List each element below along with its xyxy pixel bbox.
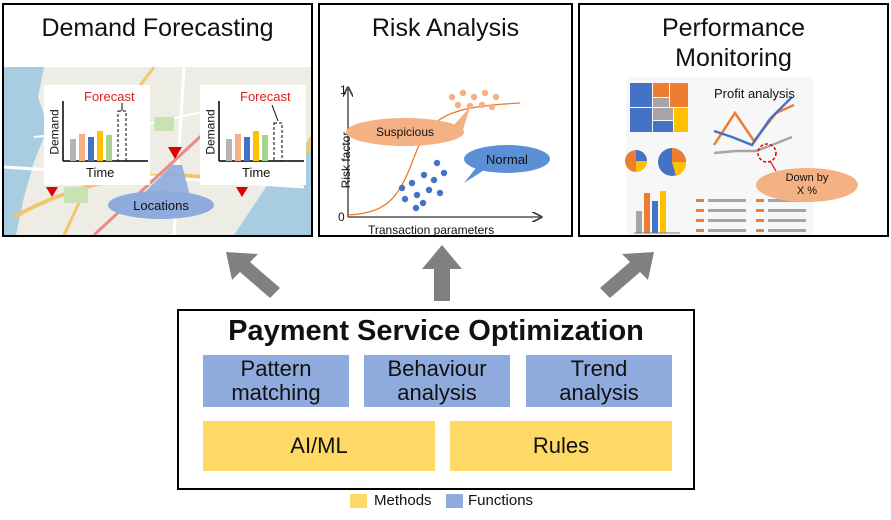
time-axis-label: Time bbox=[86, 165, 115, 180]
risk-y-top-tick: 1 bbox=[340, 83, 347, 97]
suspicious-bubble: Suspicious bbox=[346, 118, 464, 146]
arrow-to-risk-analysis bbox=[422, 245, 462, 301]
function-behaviour-analysis: Behaviour analysis bbox=[364, 355, 510, 407]
forecast-label: Forecast bbox=[240, 89, 291, 104]
method-rules: Rules bbox=[450, 421, 672, 471]
main-title: Payment Service Optimization bbox=[228, 315, 644, 347]
forecast-label: Forecast bbox=[84, 89, 135, 104]
forecast-bars bbox=[62, 101, 148, 162]
functions-legend-label: Functions bbox=[468, 492, 534, 509]
risk-x-axis-label: Transaction parameters bbox=[368, 223, 495, 237]
dashboard-graphic bbox=[625, 77, 814, 235]
forecast-chart-right: Forecast Demand Time bbox=[200, 85, 306, 185]
risk-chart bbox=[320, 5, 571, 235]
forecast-chart-left: Forecast Demand Time bbox=[44, 85, 150, 185]
panel-title: Performance Monitoring bbox=[661, 14, 806, 72]
profit-analysis-label: Profit analysis bbox=[714, 86, 795, 101]
down-by-callout: Down by X % bbox=[756, 168, 858, 202]
normal-bubble: Normal bbox=[464, 145, 550, 173]
functions-swatch bbox=[446, 494, 463, 508]
locations-bubble: Locations bbox=[108, 191, 214, 219]
risk-analysis-panel: Risk Analysis bbox=[318, 3, 573, 237]
risk-y-axis-label: Risk factor bbox=[339, 131, 353, 189]
arrow-to-demand-forecasting bbox=[226, 252, 280, 298]
function-pattern-matching: Pattern matching bbox=[203, 355, 349, 407]
performance-monitoring-panel: Performance Monitoring bbox=[578, 3, 889, 237]
payment-service-optimization-box: Payment Service Optimization Pattern mat… bbox=[177, 309, 695, 490]
methods-legend-label: Methods bbox=[374, 492, 432, 509]
arrow-to-performance-monitoring bbox=[600, 252, 654, 298]
panel-title: Demand Forecasting bbox=[41, 14, 274, 42]
function-trend-analysis: Trend analysis bbox=[526, 355, 672, 407]
legend: Methods Functions bbox=[350, 491, 570, 513]
method-ai-ml: AI/ML bbox=[203, 421, 435, 471]
time-axis-label: Time bbox=[242, 165, 271, 180]
demand-forecasting-panel: Demand Forecasting Forecast Demand Time … bbox=[2, 3, 313, 237]
forecast-bars bbox=[218, 101, 304, 162]
methods-swatch bbox=[350, 494, 367, 508]
panel-title: Risk Analysis bbox=[371, 14, 520, 42]
risk-origin-tick: 0 bbox=[338, 210, 345, 224]
